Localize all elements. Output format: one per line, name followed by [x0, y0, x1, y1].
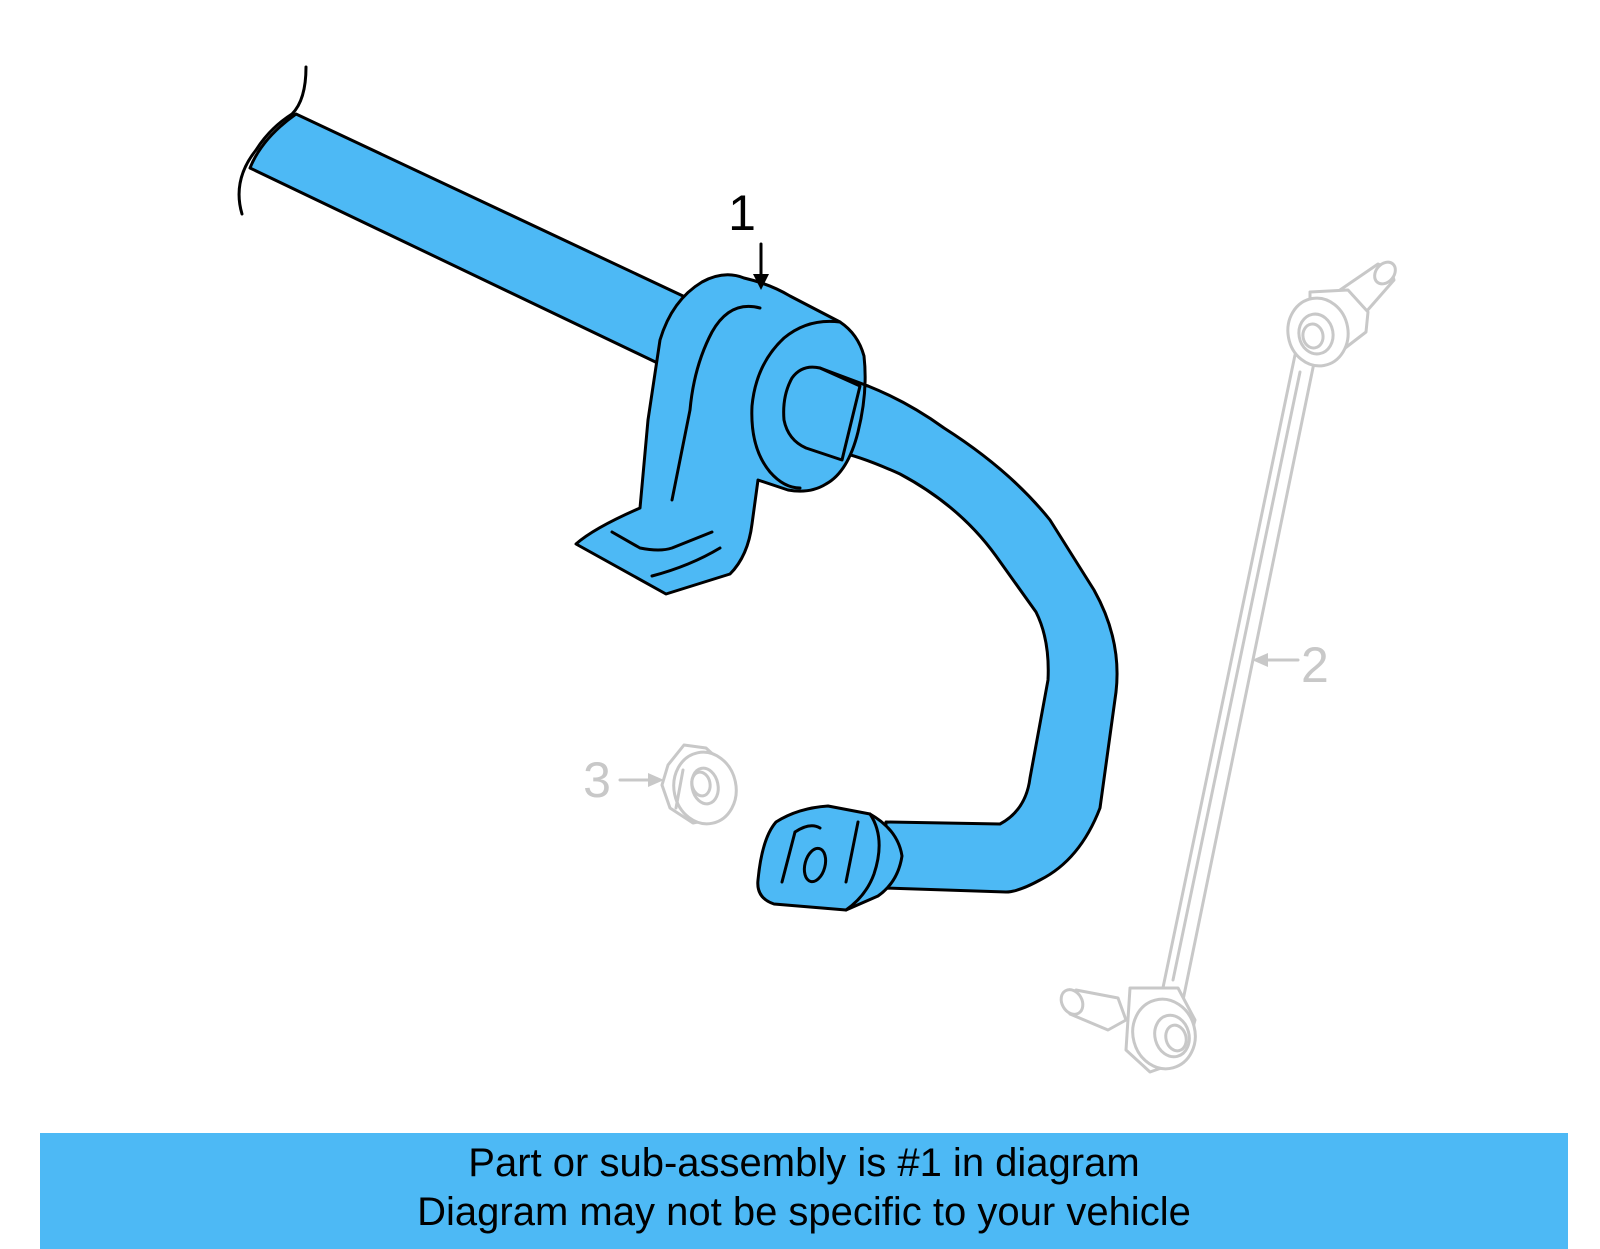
- flange-nut-part-3: [660, 743, 738, 826]
- callout-1-arrowhead: [753, 274, 769, 290]
- stabilizer-bar-part-1: [237, 65, 1119, 912]
- callout-3-label: 3: [583, 752, 611, 808]
- callout-2: 2: [1252, 637, 1329, 693]
- callout-2-label: 2: [1301, 637, 1329, 693]
- callout-1: 1: [728, 185, 769, 290]
- banner-line-2: Diagram may not be specific to your vehi…: [417, 1190, 1191, 1234]
- callout-3: 3: [583, 752, 664, 808]
- banner-line-1: Part or sub-assembly is #1 in diagram: [468, 1141, 1140, 1185]
- callout-3-arrowhead: [648, 773, 664, 787]
- callout-2-arrowhead: [1252, 653, 1268, 667]
- disclaimer-banner: Part or sub-assembly is #1 in diagram Di…: [40, 1133, 1568, 1249]
- callout-1-label: 1: [728, 185, 756, 241]
- stabilizer-link-part-2: [1059, 260, 1397, 1074]
